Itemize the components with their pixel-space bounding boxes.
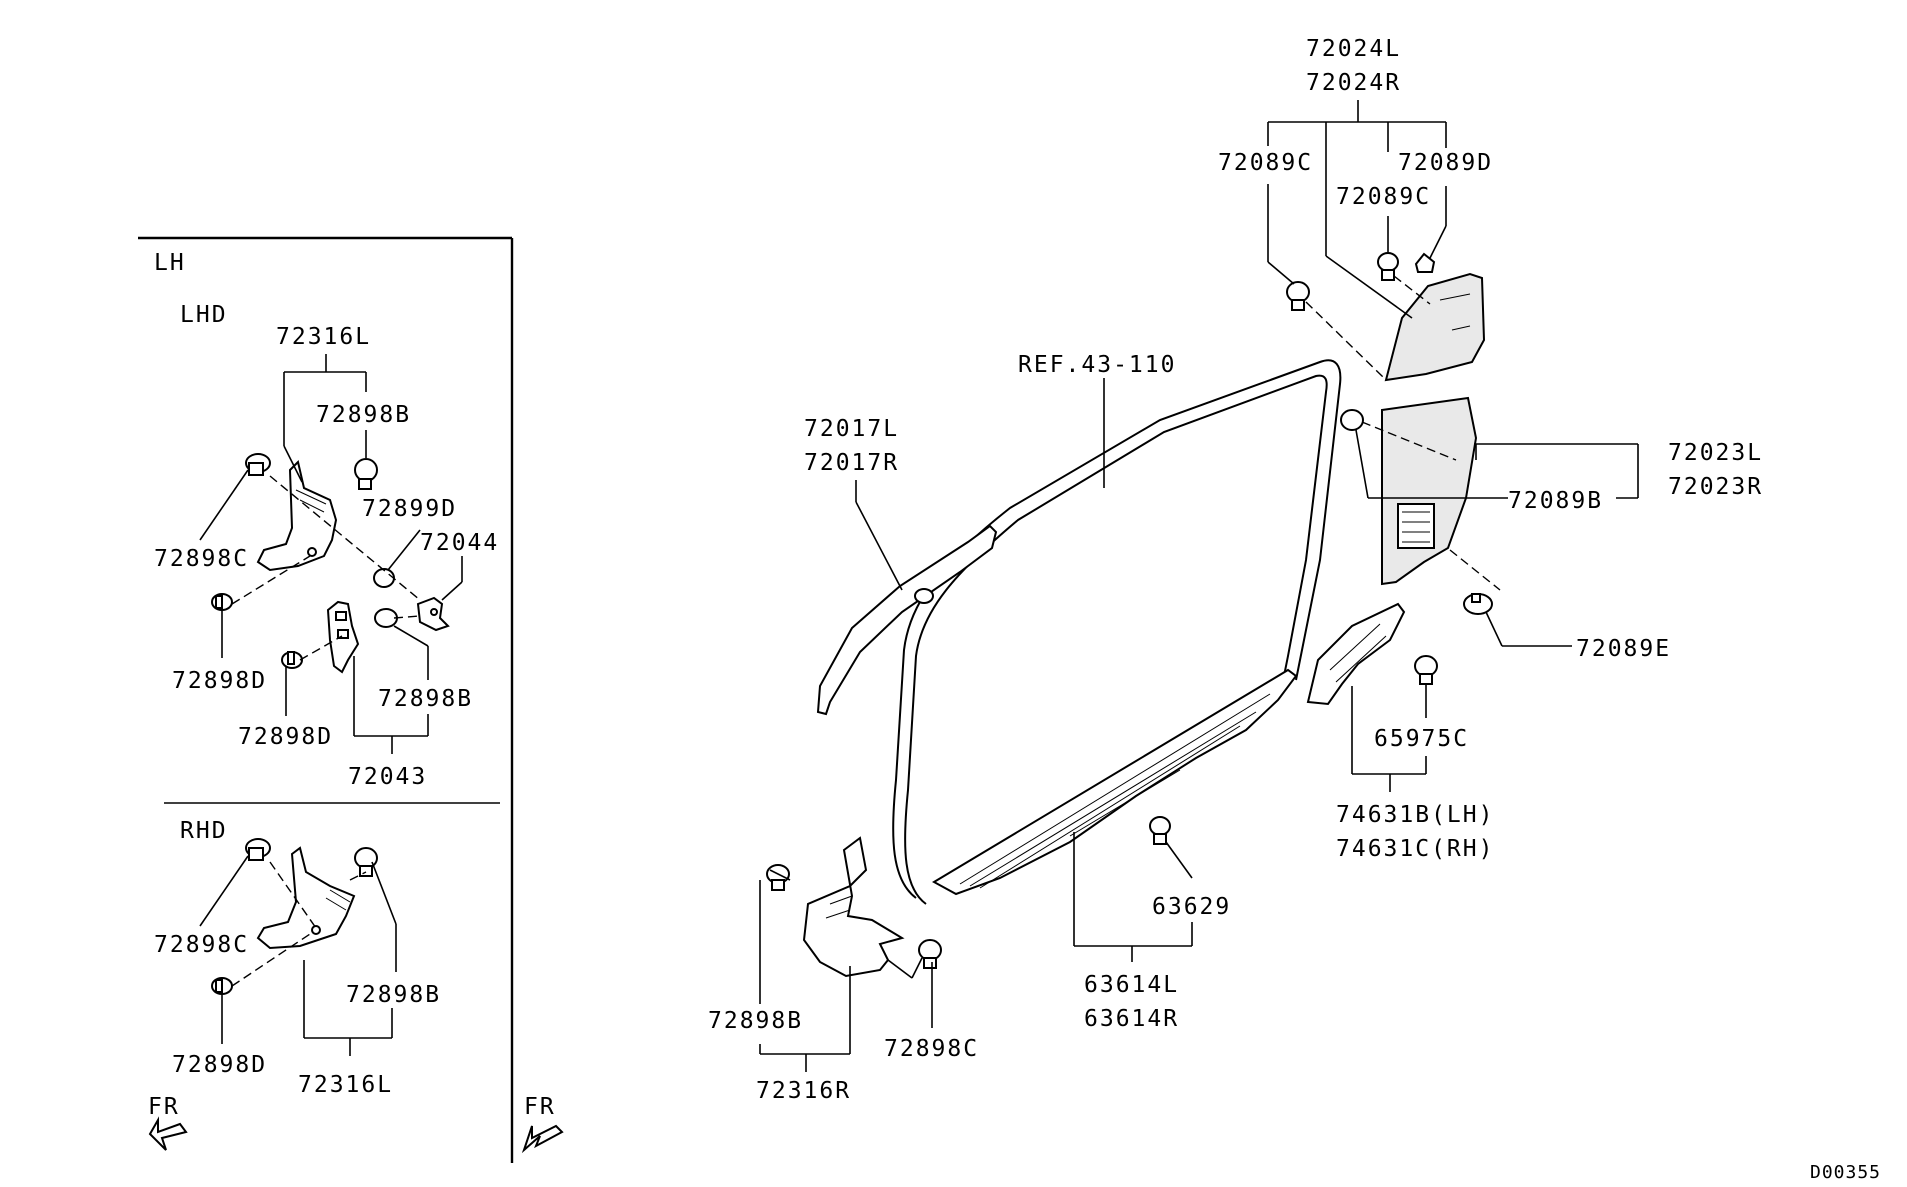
clip-63629-drawing (1149, 816, 1171, 845)
part-74631C-label: 74631C(RH) (1336, 836, 1494, 862)
part-72089B-label: 72089B (1508, 488, 1603, 514)
label-lhd: LHD (180, 302, 228, 328)
label-fr-mid: FR (524, 1094, 556, 1120)
part-72023L-label: 72023L (1668, 440, 1763, 466)
part-72898C-label: 72898C (154, 546, 249, 572)
fr-arrow-left-icon (148, 1116, 188, 1151)
part-72089E-label: 72089E (1576, 636, 1671, 662)
label-lh: LH (154, 250, 186, 276)
lh-inset-frame (138, 236, 514, 1163)
part-72023R-label: 72023R (1668, 474, 1763, 500)
diagram-code-label: D00355 (1810, 1162, 1881, 1183)
rear-bracket-drawing (1306, 602, 1438, 706)
part-63614R-label: 63614R (1084, 1006, 1179, 1032)
part-65975C-label: 65975C (1374, 726, 1469, 752)
part-72898D-label: 72898D (172, 668, 267, 694)
part-72898B-label: 72898B (316, 402, 411, 428)
lhd-leader-lines (199, 354, 463, 754)
part-72898C-label: 72898C (154, 932, 249, 958)
part-72089C-label: 72089C (1336, 184, 1431, 210)
part-72898B-label: 72898B (378, 686, 473, 712)
part-72898D-label: 72898D (238, 724, 333, 750)
ref-43-110-label: REF.43-110 (1018, 352, 1176, 378)
label-rhd: RHD (180, 818, 228, 844)
main-labels: 72024L 72024R 72089C 72089D 72089C REF.4… (708, 36, 1881, 1183)
part-72024R-label: 72024R (1306, 70, 1401, 96)
part-72089C-label: 72089C (1218, 150, 1313, 176)
part-72316L-label: 72316L (298, 1072, 393, 1098)
kick-panel-right-drawing (766, 836, 942, 978)
part-72316R-label: 72316R (756, 1078, 851, 1104)
part-72043-label: 72043 (348, 764, 427, 790)
part-72898D-label: 72898D (172, 1052, 267, 1078)
a-pillar-trim-drawing (816, 524, 998, 716)
door-weatherstrip-drawing (892, 359, 1342, 905)
sill-scuff-plate-drawing (931, 668, 1298, 896)
label-fr-left: FR (148, 1094, 180, 1120)
rhd-leader-lines (199, 855, 397, 1056)
part-72017R-label: 72017R (804, 450, 899, 476)
part-63629-label: 63629 (1152, 894, 1231, 920)
lower-quarter-trim-drawing (1340, 396, 1501, 615)
upper-quarter-trim-drawing (1286, 252, 1486, 382)
part-72017L-label: 72017L (804, 416, 899, 442)
part-72044-label: 72044 (420, 530, 499, 556)
part-72898B-label: 72898B (708, 1008, 803, 1034)
lh-inset-labels: LH LHD 72316L 72898B 72899D 72044 72898C… (148, 250, 556, 1120)
part-72024L-label: 72024L (1306, 36, 1401, 62)
lhd-kick-panel-drawing (211, 453, 450, 674)
part-63614L-label: 63614L (1084, 972, 1179, 998)
part-72898B-label: 72898B (346, 982, 441, 1008)
part-72898C-label: 72898C (884, 1036, 979, 1062)
part-72089D-label: 72089D (1398, 150, 1493, 176)
part-74631B-label: 74631B(LH) (1336, 802, 1494, 828)
part-72316L-label: 72316L (276, 324, 371, 350)
part-72899D-label: 72899D (362, 496, 457, 522)
rhd-kick-panel-drawing (211, 838, 378, 995)
main-leader-lines (759, 100, 1639, 1072)
fr-arrow-mid-icon (521, 1124, 564, 1154)
